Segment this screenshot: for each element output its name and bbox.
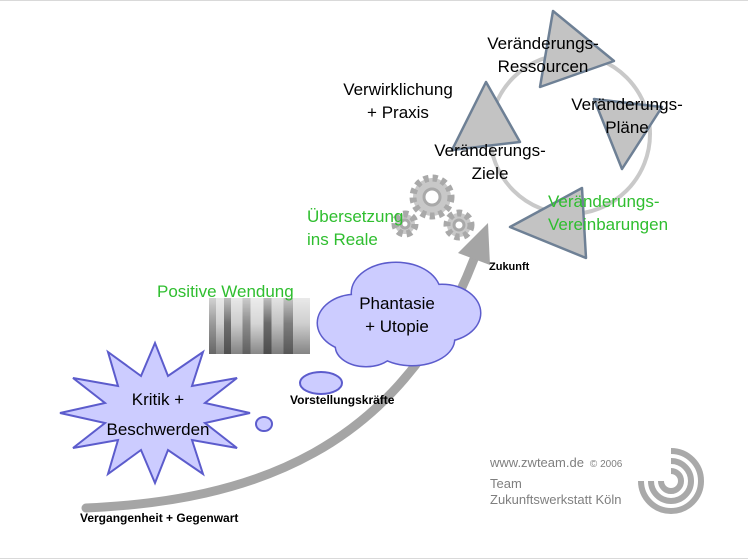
triangle-vereinbarungen [508,186,588,260]
gear-icon [391,174,475,241]
label-zukunft: Zukunft [489,261,530,273]
footer-website-url: www.zwteam.de [490,455,584,470]
label-vergangenheit-gegenwart: Vergangenheit + Gegenwart [80,511,239,525]
spiral-logo-icon [638,448,704,514]
triangle-ziele [450,80,522,152]
label-verwirklichung: Verwirklichung + Praxis [343,80,453,122]
footer-copyright: © 2006 [589,459,623,470]
label-veraenderungs-ziele: Veränderungs- Ziele [434,141,546,183]
footer-team: Team Zukunftswerkstatt Köln [490,476,622,507]
triangle-plaene [592,97,664,171]
triangle-ressourcen [538,9,616,89]
footer-website: www.zwteam.de © 2006 [490,455,622,470]
phantasie-cloud-shape [316,261,482,368]
label-veraenderungs-plaene: Veränderungs- Pläne [571,95,683,137]
label-veraenderungs-vereinbarungen: Veränderungs- Vereinbarungen [548,192,669,234]
label-veraenderungs-ressourcen: Veränderungs- Ressourcen [487,34,599,76]
label-positive-wendung: Positive Wendung [157,282,294,301]
thought-bubble-medium [299,371,343,395]
label-vorstellungskraefte: Vorstellungskräfte [290,393,395,407]
kritik-star-shape [59,340,251,486]
label-phantasie-utopie: Phantasie + Utopie [359,294,435,336]
thought-bubble-small [255,416,273,432]
people-photo [209,298,310,354]
label-uebersetzung-ins-reale: Übersetzung ins Reale [307,207,404,249]
label-kritik-beschwerden: Kritik + Beschwerden [106,390,210,439]
